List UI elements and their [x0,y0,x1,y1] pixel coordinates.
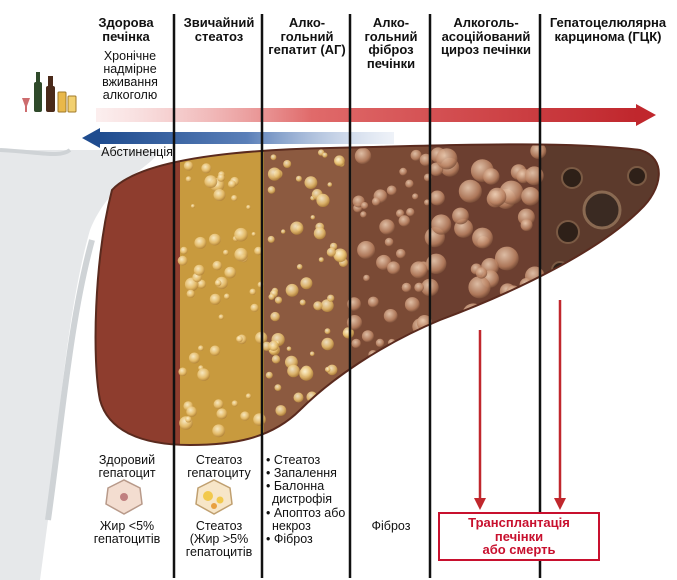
alcohol-bottles-icon [22,72,76,112]
liver-fibrosis-section [352,130,432,460]
fibrosis-label: Фіброз [352,520,430,533]
steatotic-hepatocyte-icon [196,480,232,514]
outcome-arrows [474,300,566,510]
abstinence-arrow-label: Абстиненція [96,146,178,159]
liver-stages [80,130,677,460]
abstinence-arrow-head [82,128,100,148]
healthy-hepatocyte-icon [106,480,142,514]
hepatitis-features-list: • Стеатоз • Запалення • Балонна дистрофі… [266,454,352,546]
healthy-fat-label: Жир <5%гепатоцитів [84,520,170,546]
steatosis-fat-label: Стеатоз(Жир >5%гепатоцитів [176,520,262,559]
progression-arrow-head [636,104,656,126]
progression-arrow-body [96,108,636,122]
